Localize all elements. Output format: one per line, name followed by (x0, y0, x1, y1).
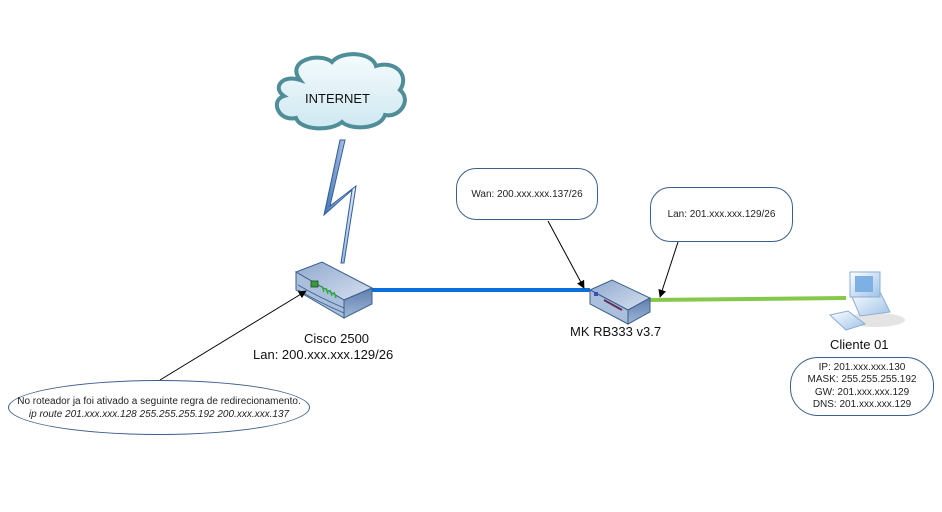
note-text: No roteador ja foi ativado a seguinte re… (17, 395, 301, 407)
route-command: ip route 201.xxx.xxx.128 255.255.255.192… (28, 408, 290, 420)
client-mask: MASK: 255.255.255.192 (807, 374, 917, 385)
link-mikrotik-client (647, 296, 847, 302)
client-name-label: Cliente 01 (830, 337, 889, 352)
mikrotik-router-icon (588, 279, 652, 325)
lightning-bolt-icon (323, 139, 357, 264)
client-info-callout: IP: 201.xxx.xxx.130 MASK: 255.255.255.19… (790, 357, 934, 416)
client-gateway: GW: 201.xxx.xxx.129 (814, 386, 910, 398)
cisco-router-icon (294, 261, 374, 319)
lan-callout: Lan: 201.xxx.xxx.129/26 (650, 187, 793, 242)
route-note-callout: No roteador ja foi ativado a seguinte re… (8, 380, 310, 435)
cisco-name-label: Cisco 2500 (304, 331, 370, 346)
internet-label: INTERNET (305, 91, 370, 106)
wan-address: Wan: 200.xxx.xxx.137/26 (471, 188, 583, 200)
internet-cloud-icon (274, 52, 407, 131)
client-dns: DNS: 201.xxx.xxx.129 (812, 399, 912, 410)
wan-callout: Wan: 200.xxx.xxx.137/26 (456, 168, 598, 220)
client-ip: IP: 201.xxx.xxx.130 (818, 361, 906, 373)
cisco-lan-label: Lan: 200.xxx.xxx.129/26 (253, 347, 394, 362)
mikrotik-name-label: MK RB333 v3.7 (570, 324, 662, 339)
arrow-lan-to-mikrotik (658, 241, 679, 298)
client-computer-icon (828, 271, 905, 331)
arrow-wan-to-mikrotik (547, 220, 585, 289)
arrow-note-to-cisco (159, 290, 307, 381)
lan-address: Lan: 201.xxx.xxx.129/26 (667, 209, 776, 220)
